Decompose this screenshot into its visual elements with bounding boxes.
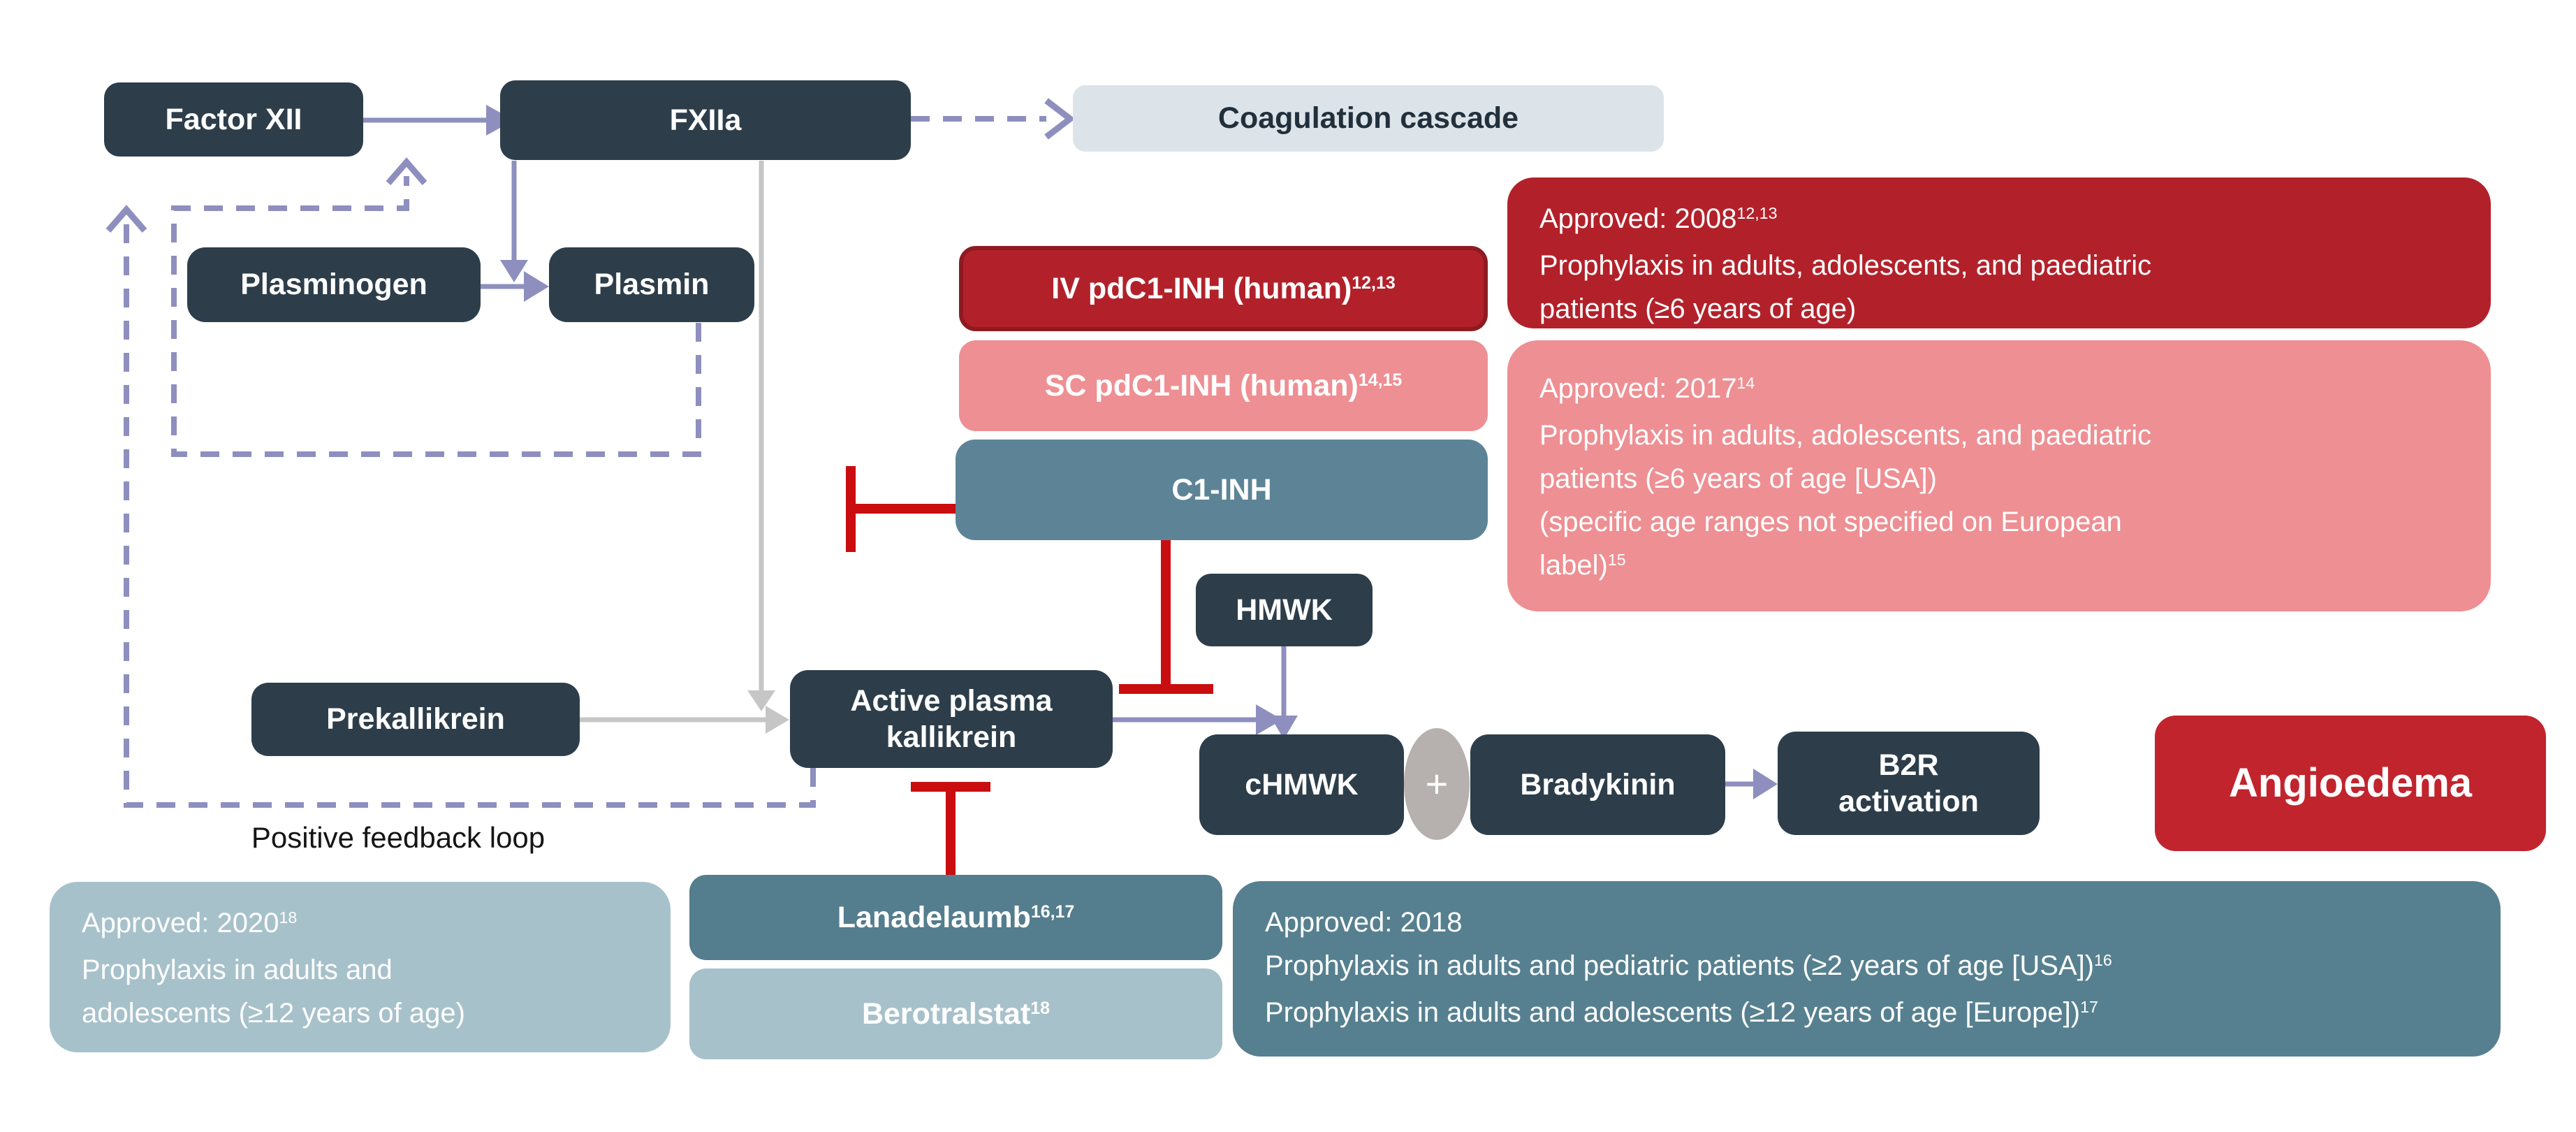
arrowhead-fxiia-down (500, 260, 528, 282)
info-approved-2017: Approved: 201714 Prophylaxis in adults, … (1507, 340, 2491, 611)
arrowhead-hmwk-chmwk (1270, 716, 1298, 739)
info-line: Prophylaxis in adults and (82, 955, 393, 985)
plus-connector: + (1404, 728, 1470, 840)
info-approved-2008: Approved: 200812,13 Prophylaxis in adult… (1507, 177, 2491, 328)
node-chmwk: cHMWK (1199, 734, 1404, 835)
node-bradykinin: Bradykinin (1470, 734, 1725, 835)
node-berotralstat: Berotralstat18 (689, 968, 1222, 1059)
node-angioedema: Angioedema (2155, 716, 2546, 851)
positive-feedback-loop-label: Positive feedback loop (251, 821, 546, 854)
dashed-apk-feedback (124, 220, 816, 808)
info-line: Approved: 202018 (82, 908, 298, 938)
node-c1-inh: C1-INH (956, 440, 1488, 540)
info-line: Approved: 201714 (1539, 373, 1755, 404)
gray-arrowhead-down (747, 690, 775, 711)
info-line: patients (≥6 years of age [USA]) (1539, 463, 1937, 494)
node-lanadelaumb: Lanadelaumb16,17 (689, 875, 1222, 960)
info-line: Prophylaxis in adults, adolescents, and … (1539, 250, 2152, 281)
info-line: Prophylaxis in adults, adolescents, and … (1539, 420, 2152, 451)
info-line: (specific age ranges not specified on Eu… (1539, 507, 2122, 537)
node-iv-pdc1-inh: IV pdC1-INH (human)12,13 (959, 246, 1488, 331)
arrowhead-bradykinin-b2r (1753, 769, 1778, 799)
gray-arrowhead-apk (766, 706, 789, 734)
node-coagulation-cascade: Coagulation cascade (1073, 85, 1664, 152)
node-sc-pdc1-inh: SC pdC1-INH (human)14,15 (959, 340, 1488, 431)
chevron-apk-feedback (105, 205, 147, 233)
info-line: Approved: 2018 (1265, 907, 1463, 938)
node-b2r-activation: B2R activation (1778, 732, 2040, 835)
info-line: Prophylaxis in adults and adolescents (≥… (1265, 997, 2098, 1028)
info-line: adolescents (≥12 years of age) (82, 998, 465, 1029)
arrowhead-plasminogen-plasmin (524, 271, 549, 302)
node-plasminogen: Plasminogen (187, 247, 481, 322)
info-line: label)15 (1539, 550, 1626, 581)
info-line: Approved: 200812,13 (1539, 203, 1778, 234)
node-factor-xii: Factor XII (104, 82, 363, 157)
info-approved-2018: Approved: 2018 Prophylaxis in adults and… (1233, 881, 2501, 1057)
info-line: patients (≥6 years of age) (1539, 293, 1857, 324)
node-plasmin: Plasmin (549, 247, 754, 322)
node-fxiia: FXIIa (500, 80, 911, 160)
chevron-plasmin-feedback (386, 157, 427, 185)
node-active-plasma-kallikrein: Active plasma kallikrein (790, 670, 1113, 768)
info-approved-2020: Approved: 202018 Prophylaxis in adults a… (50, 882, 671, 1052)
arrowhead-apk-chmwk (1256, 704, 1282, 735)
node-hmwk: HMWK (1196, 574, 1373, 646)
chevron-coagulation (1044, 98, 1076, 140)
info-line: Prophylaxis in adults and pediatric pati… (1265, 950, 2112, 981)
node-prekallikrein: Prekallikrein (251, 683, 580, 756)
dashed-plasmin-feedback (171, 176, 701, 457)
